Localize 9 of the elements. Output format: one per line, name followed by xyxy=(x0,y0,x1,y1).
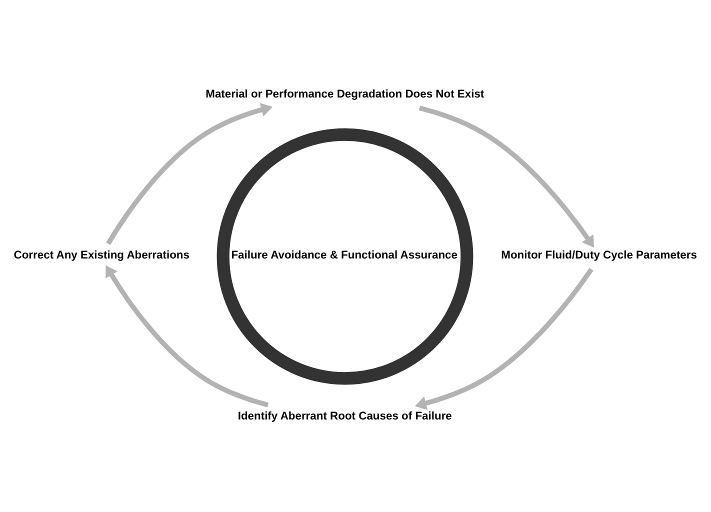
arrow xyxy=(414,267,594,410)
node-circle: Failure Avoidance & Functional Assurance xyxy=(216,128,474,384)
node-text: Correct Any Existing Aberrations xyxy=(14,248,190,261)
node-text: Identify Aberrant Root Causes of Failure xyxy=(238,410,452,422)
node-text: Monitor Fluid/Duty Cycle Parameters xyxy=(501,248,697,261)
arrow xyxy=(418,105,594,248)
node-text: Material or Performance Degradation Does Not Exist xyxy=(206,88,484,100)
arrow xyxy=(106,264,269,407)
arrow xyxy=(106,102,273,245)
